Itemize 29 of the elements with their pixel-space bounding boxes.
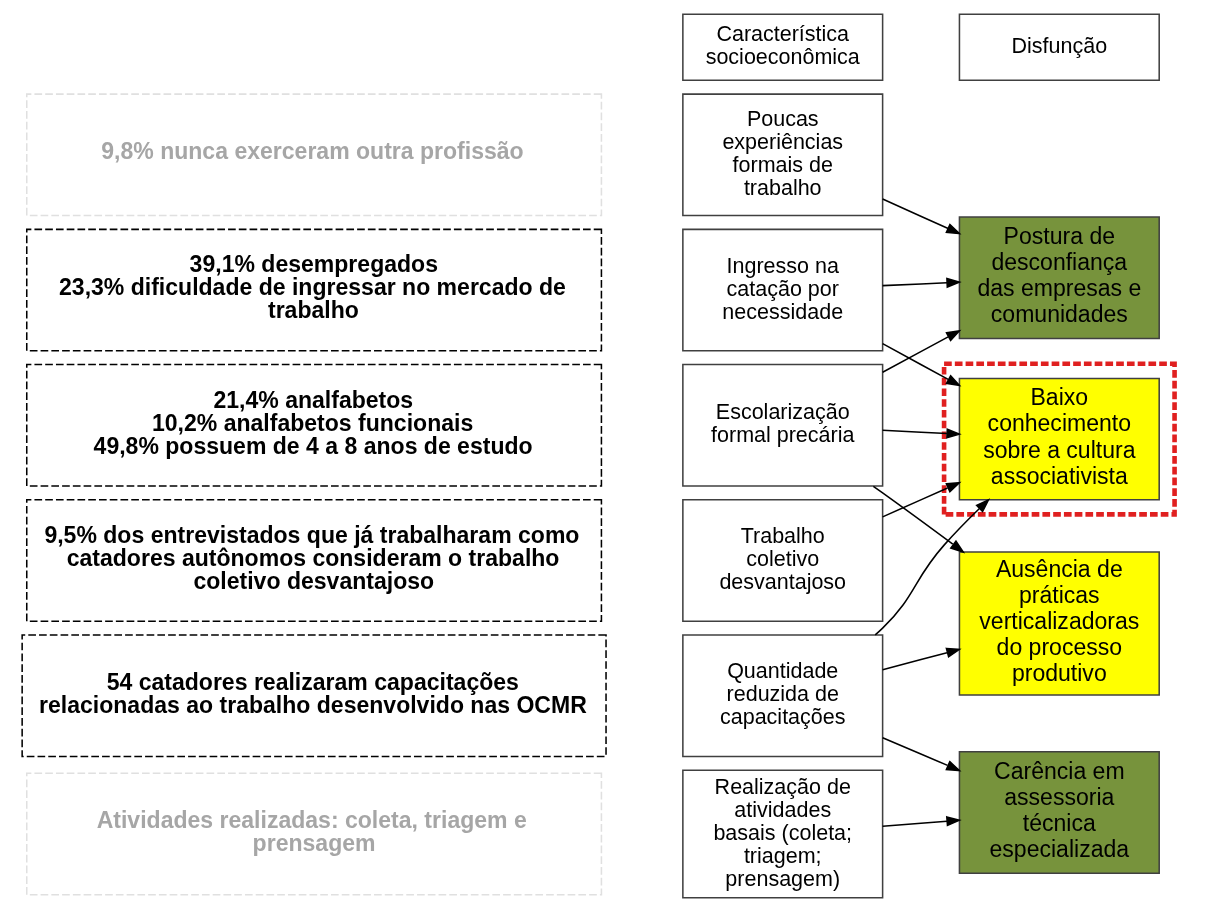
arrow xyxy=(881,736,962,772)
node-box: Baixo conhecimento sobre a cultura associativista xyxy=(958,377,1160,501)
arrow xyxy=(881,428,962,439)
arrow xyxy=(881,647,962,671)
node-box: Disfunção xyxy=(958,13,1160,82)
node-box: Trabalho coletivo desvantajoso xyxy=(681,499,883,622)
node-box: Quantidade reduzida de capacitações xyxy=(681,634,883,758)
arrow xyxy=(881,329,961,373)
arrow xyxy=(881,198,961,235)
arrow xyxy=(881,481,961,518)
node-box: Ingresso na catação por necessidade xyxy=(681,228,883,352)
node-box: Realização de atividades basais (coleta; triagem; prensagem) xyxy=(681,769,883,899)
arrow xyxy=(881,815,962,828)
node-box: Postura de desconfiança das empresas e comunidades xyxy=(958,216,1160,340)
node-box: 54 catadores realizaram capacitações relacionadas ao trabalho desenvolvido nas OCMR xyxy=(20,634,607,758)
node-box: Atividades realizadas: coleta, triagem e prensagem xyxy=(25,772,602,896)
arrow xyxy=(881,277,962,289)
node-box: Carência em assessoria técnica especializada xyxy=(958,751,1160,874)
node-box: 39,1% desempregados 23,3% dificuldade de ingressar no mercado de trabalho xyxy=(25,228,602,352)
node-box: 9,5% dos entrevistados que já trabalharam como catadores autônomos consideram o trabalho coletivo desvantajoso xyxy=(25,499,602,622)
node-box: Ausência de práticas verticalizadoras do processo produtivo xyxy=(958,551,1160,696)
node-box: 21,4% analfabetos 10,2% analfabetos funcionais 49,8% possuem de 4 a 8 anos de estudo xyxy=(25,363,602,487)
arrow xyxy=(881,342,961,387)
arrow xyxy=(873,498,990,636)
arrow xyxy=(872,485,965,554)
node-box: Escolarização formal precária xyxy=(681,363,883,487)
node-box: Poucas experiências formais de trabalho xyxy=(681,93,883,217)
node-box: Característica socioeconômica xyxy=(681,13,883,82)
node-box: 9,8% nunca exerceram outra profissão xyxy=(25,93,602,217)
